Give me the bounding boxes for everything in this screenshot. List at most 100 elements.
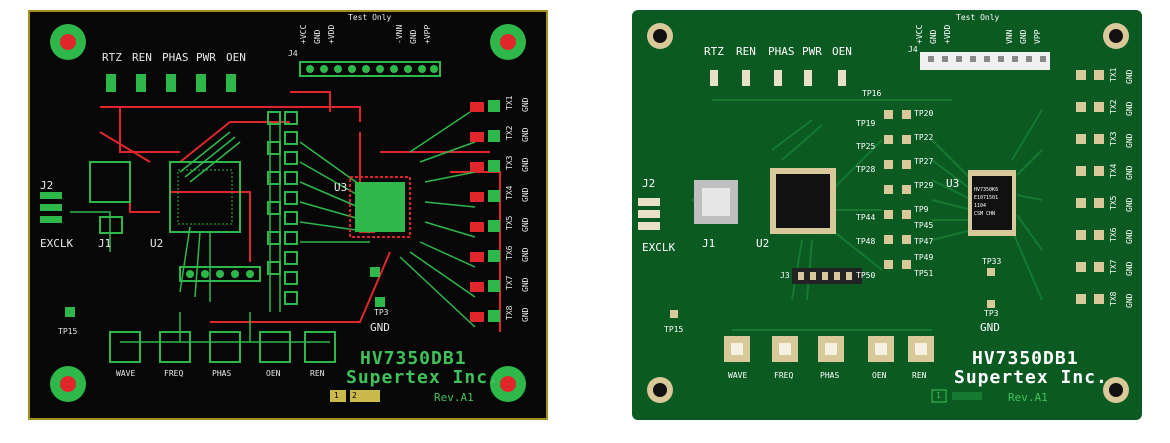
connector-label: -VNN bbox=[395, 24, 404, 44]
mount-hole-bottom-right bbox=[1103, 377, 1129, 403]
tp-label: TP50 bbox=[856, 271, 876, 280]
test-only-label: Test Only bbox=[348, 13, 392, 22]
gnd-label: GND bbox=[1125, 261, 1134, 276]
led-pads bbox=[106, 74, 236, 92]
tp-label: TP45 bbox=[914, 221, 934, 230]
rev-label: Rev.A1 bbox=[434, 391, 474, 404]
header-label: RTZ bbox=[102, 51, 122, 64]
connector-label: +VCC bbox=[915, 24, 924, 44]
tp33-label: TP33 bbox=[982, 257, 1002, 266]
switch-label: FREQ bbox=[164, 369, 184, 378]
j1-label: J1 bbox=[98, 237, 112, 250]
mount-hole-bottom-right bbox=[490, 366, 526, 402]
layer-mark-bar bbox=[350, 390, 380, 402]
gnd-label: GND bbox=[1125, 101, 1134, 116]
tp-misc bbox=[65, 267, 385, 317]
gnd-label: GND bbox=[1125, 165, 1134, 180]
mount-hole-top-right bbox=[1103, 23, 1129, 49]
u2-chip bbox=[169, 161, 241, 233]
gnd-label: GND bbox=[1125, 197, 1134, 212]
traces bbox=[692, 99, 1043, 331]
j2-connector bbox=[638, 198, 660, 230]
gnd-label: GND bbox=[521, 307, 530, 322]
tp-label: TP44 bbox=[856, 213, 876, 222]
j2-label: J2 bbox=[642, 177, 656, 190]
tp15-label: TP15 bbox=[58, 327, 78, 336]
tx-label: TX2 bbox=[1109, 99, 1118, 114]
tp-label: TP19 bbox=[856, 119, 876, 128]
tx-label: TX1 bbox=[1109, 67, 1118, 82]
tx-label: TX5 bbox=[505, 215, 514, 230]
brand-model: HV7350DB1 bbox=[972, 348, 1079, 369]
j3-header bbox=[179, 266, 261, 282]
tp-label: TP29 bbox=[914, 181, 934, 190]
tp-column bbox=[267, 111, 298, 305]
gnd-label: GND bbox=[1125, 133, 1134, 148]
red-traces bbox=[99, 91, 501, 332]
right-board-artwork bbox=[638, 23, 1129, 403]
gnd-label: GND bbox=[521, 217, 530, 232]
switch-label: OEN bbox=[872, 371, 887, 380]
tx-label: TX4 bbox=[505, 185, 514, 200]
j2-label: J2 bbox=[40, 179, 54, 192]
header-label: REN bbox=[736, 45, 756, 58]
exclk-label: EXCLK bbox=[40, 237, 74, 250]
brand-model: HV7350DB1 bbox=[360, 348, 467, 369]
switch-label: REN bbox=[310, 369, 325, 378]
u2-label: U2 bbox=[150, 237, 164, 250]
header-label: OEN bbox=[226, 51, 246, 64]
switch-row bbox=[724, 336, 934, 362]
mount-hole-bottom-left bbox=[50, 366, 86, 402]
test-only-label: Test Only bbox=[956, 13, 1000, 22]
brand-company: Supertex Inc. bbox=[954, 367, 1108, 388]
gnd-label: GND bbox=[521, 187, 530, 202]
tp-label: TP28 bbox=[856, 165, 876, 174]
header-label: OEN bbox=[832, 45, 852, 58]
layer-mark: 2 bbox=[352, 391, 357, 400]
tp-label: TP9 bbox=[914, 205, 929, 214]
chip-text: E1071501 bbox=[974, 195, 999, 201]
u3-chip bbox=[349, 176, 411, 238]
tx-label: TX6 bbox=[1109, 227, 1118, 242]
tp-label: TP20 bbox=[914, 109, 934, 118]
gnd-label: GND bbox=[370, 321, 390, 334]
tx-label: TX4 bbox=[1109, 163, 1118, 178]
chip-text: 1104 bbox=[974, 203, 987, 209]
tx-label: TX7 bbox=[1109, 259, 1118, 274]
j4-label: J4 bbox=[288, 49, 298, 58]
connector-label: +VDD bbox=[327, 24, 336, 44]
tx-pads bbox=[470, 100, 500, 322]
tp-label: TP25 bbox=[856, 142, 876, 151]
tp-label: TP51 bbox=[914, 269, 934, 278]
tx-label: TX5 bbox=[1109, 195, 1118, 210]
tx-label: TX8 bbox=[505, 305, 514, 320]
j4-label: J4 bbox=[908, 45, 918, 54]
switch-label: FREQ bbox=[774, 371, 794, 380]
u2-label: U2 bbox=[756, 237, 770, 250]
layer-mark-box bbox=[931, 389, 947, 403]
connector-label: GND bbox=[409, 29, 418, 44]
u2-chip bbox=[770, 168, 836, 234]
chip-text: HV7350K6 bbox=[974, 187, 999, 193]
switch-row bbox=[109, 331, 336, 363]
switch-label: PHAS bbox=[212, 369, 232, 378]
switch-label: WAVE bbox=[728, 371, 748, 380]
switch-label: REN bbox=[912, 371, 927, 380]
left-board-artwork bbox=[40, 24, 526, 402]
brand-company: Supertex Inc. bbox=[346, 367, 500, 388]
u3-label: U3 bbox=[334, 181, 348, 194]
header-label: RTZ bbox=[704, 45, 724, 58]
gnd-label: GND bbox=[1125, 229, 1134, 244]
rev-label: Rev.A1 bbox=[1008, 391, 1048, 404]
header-label: PHAS bbox=[768, 45, 795, 58]
j1-connector bbox=[89, 161, 131, 234]
layer-mark-box bbox=[330, 390, 346, 402]
tp-label: TP22 bbox=[914, 133, 934, 142]
j2-connector bbox=[40, 192, 62, 223]
tp3-label: TP3 bbox=[984, 309, 999, 318]
header-label: PHAS bbox=[162, 51, 189, 64]
j4-connector bbox=[920, 52, 1050, 70]
tx-label: TX3 bbox=[1109, 131, 1118, 146]
tp-label: TP16 bbox=[862, 89, 882, 98]
switch-label: PHAS bbox=[820, 371, 840, 380]
